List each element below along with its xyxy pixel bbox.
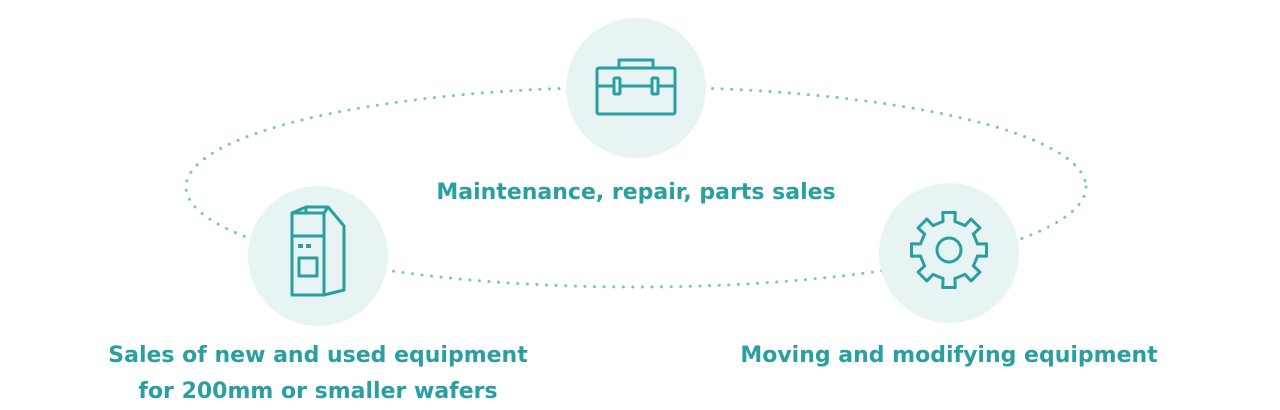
sales-label-line-2: for 200mm or smaller wafers — [138, 379, 498, 404]
maintenance-node-circle — [566, 18, 706, 158]
sales-label: Sales of new and used equipment for 200m… — [68, 338, 568, 410]
moving-node-circle — [879, 183, 1019, 323]
sales-label-line-1: Sales of new and used equipment — [108, 343, 528, 368]
sales-node-circle — [248, 186, 388, 326]
maintenance-label: Maintenance, repair, parts sales — [376, 175, 896, 211]
toolbox-icon — [595, 58, 677, 116]
moving-label-line: Moving and modifying equipment — [740, 343, 1158, 368]
equipment-machine-icon — [290, 205, 346, 297]
gear-icon — [910, 211, 988, 289]
maintenance-label-line: Maintenance, repair, parts sales — [436, 180, 836, 205]
moving-label: Moving and modifying equipment — [709, 338, 1189, 374]
